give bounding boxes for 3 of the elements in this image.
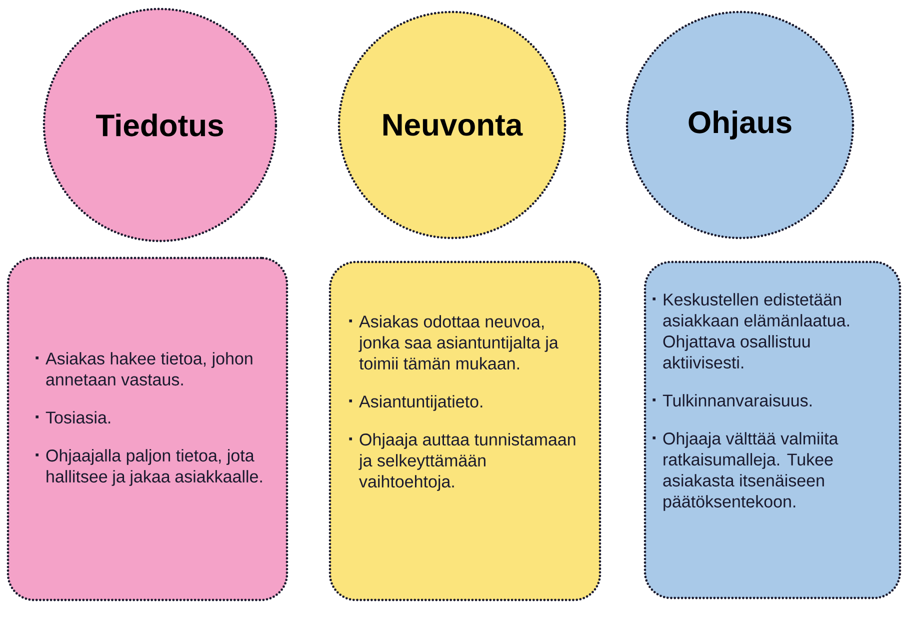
bullet-list-box: Keskustellen edistetään asiakkaan elämänlaatua. Ohjattava osallistuu aktiivisesti. Tulkinnanvaraisuus. Ohjaaja välttää valmiita ratkaisumalleja. Tukee asiakasta itsenäiseen päätöksentekoon.: [644, 260, 902, 600]
bullet-list-box: Asiakas odottaa neuvoa, jonka saa asiantuntijalta ja toimii tämän mukaan. Asiantuntijatieto. Ohjaaja auttaa tunnistamaan ja selkeyttämään vaihtoehtoja.: [328, 260, 602, 602]
bullet-list-box: Asiakas hakee tietoa, johon annetaan vastaus. Tosiasia. Ohjaajalla paljon tietoa, jota hallitsee ja jakaa asiakkaalle.: [6, 256, 288, 602]
